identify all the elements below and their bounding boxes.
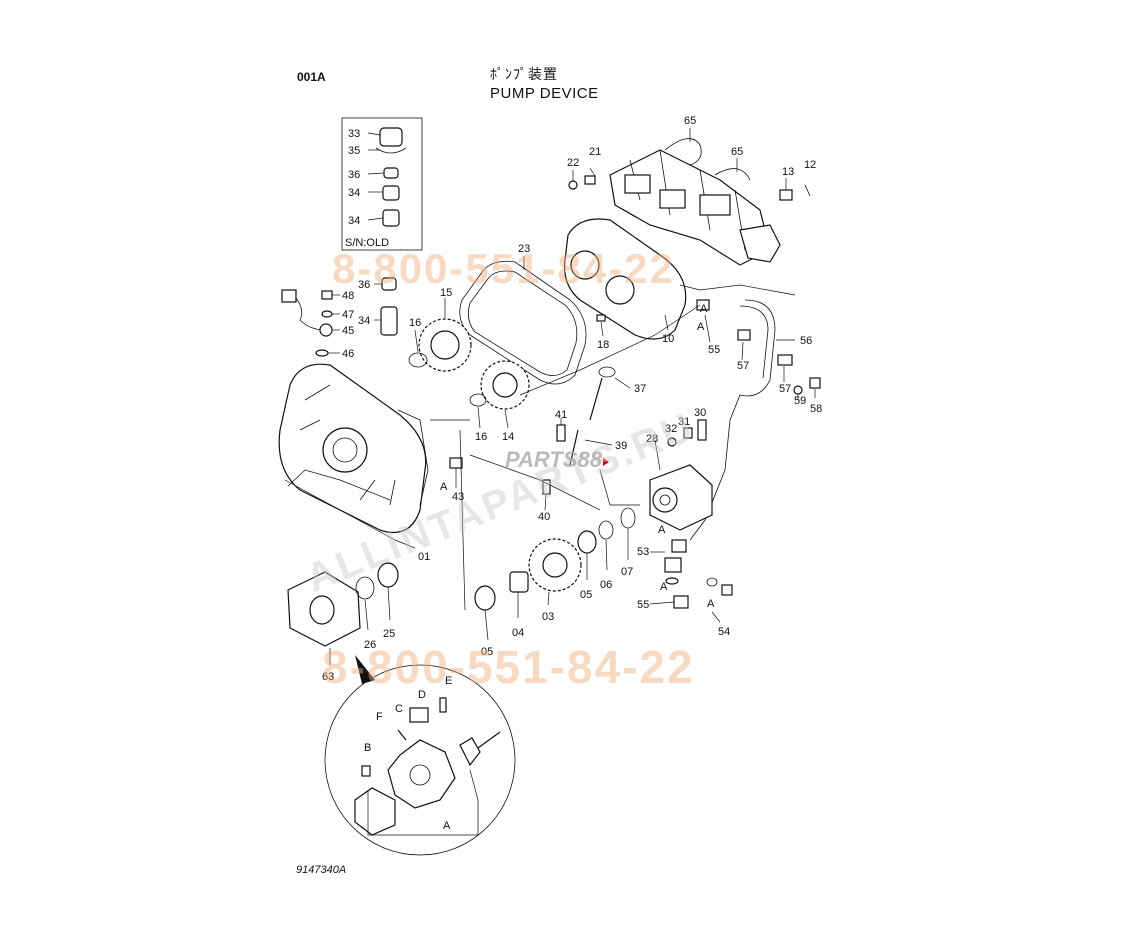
part-label: 34 — [358, 315, 370, 327]
part-label: 47 — [342, 309, 354, 321]
part-label: 12 — [804, 159, 816, 171]
callout-letter: A — [697, 321, 705, 333]
coupling-group: 26 25 63 — [287, 562, 399, 683]
part-label: 55 — [708, 344, 720, 356]
part-label: 01 — [418, 551, 430, 563]
part-label: 36 — [358, 279, 370, 291]
callout-letter: A — [658, 524, 666, 536]
detail-view-coupling: A B C D E F A — [324, 303, 708, 856]
part-label: 32 — [665, 423, 677, 435]
plug-43-part: 43 A — [440, 457, 464, 503]
part-label: 57 — [737, 360, 749, 372]
part-label: 56 — [800, 335, 812, 347]
title-english: PUMP DEVICE — [490, 85, 599, 102]
dipstick-group: 37 39 41 40 — [538, 366, 646, 523]
callout-letter: A — [700, 303, 708, 315]
part-label: 53 — [637, 546, 649, 558]
part-label: 23 — [518, 243, 530, 255]
part-label: 05 — [481, 646, 493, 658]
part-label: 65 — [731, 146, 743, 158]
callout-letter: A — [660, 581, 668, 593]
part-label: 14 — [502, 431, 514, 443]
part-label: 16 — [475, 431, 487, 443]
callout-letter: D — [418, 689, 426, 701]
inset-label: S/N:OLD — [345, 237, 389, 249]
part-label: 65 — [684, 115, 696, 127]
sensor-group: 48 47 45 46 36 34 — [281, 277, 398, 360]
pilot-hose-group: 56 55 A 57 57 59 58 — [689, 299, 822, 541]
callout-letter: C — [395, 703, 403, 715]
part-label: 57 — [779, 383, 791, 395]
part-label: 04 — [512, 627, 524, 639]
gear-14-part: 14 — [480, 360, 530, 443]
part-label: 45 — [342, 325, 354, 337]
part-label: 54 — [718, 626, 730, 638]
part-label: 05 — [580, 589, 592, 601]
main-pump-assembly: 65 65 10 18 21 22 13 12 — [563, 115, 816, 351]
callout-letter: A — [440, 481, 448, 493]
adapter-part — [382, 209, 400, 227]
callout-letter: F — [376, 711, 383, 723]
page-code: 001A — [297, 70, 326, 84]
part-label: 59 — [794, 395, 806, 407]
part-label: 55 — [637, 599, 649, 611]
part-label: 25 — [383, 628, 395, 640]
part-label: 22 — [567, 157, 579, 169]
part-label: 28 — [646, 433, 658, 445]
gasket-part: 23 — [459, 243, 587, 385]
part-label: 43 — [452, 491, 464, 503]
part-label: 07 — [621, 566, 633, 578]
part-label: 48 — [342, 290, 354, 302]
part-label: 30 — [694, 407, 706, 419]
inset-old-parts: 33 35 36 34 34 S/N:OLD — [341, 117, 423, 251]
part-label: 03 — [542, 611, 554, 623]
plug-part — [383, 167, 399, 179]
title-japanese: ﾎﾟﾝﾌﾟ装置 — [490, 66, 558, 82]
part-label: 36 — [348, 169, 360, 181]
part-label: 18 — [597, 339, 609, 351]
part-label: 16 — [409, 317, 421, 329]
part-label: 35 — [348, 145, 360, 157]
solenoid-cap-part — [375, 127, 407, 154]
assembly-guide-lines — [287, 284, 796, 611]
part-label: 13 — [782, 166, 794, 178]
part-label: 06 — [600, 579, 612, 591]
part-label: 33 — [348, 128, 360, 140]
part-label: 21 — [589, 146, 601, 158]
part-label: 40 — [538, 511, 550, 523]
part-label: 31 — [678, 416, 690, 428]
gear-15-part: 15 — [418, 287, 472, 372]
fitting-group: A 53 55 A A 54 — [637, 524, 733, 638]
part-label: 58 — [810, 403, 822, 415]
adapter-part — [382, 185, 400, 201]
pump-housing-part: 01 — [278, 363, 430, 563]
part-label: 34 — [348, 187, 360, 199]
snap-ring-part: 16 16 — [408, 317, 487, 443]
callout-letter: A — [707, 598, 715, 610]
part-label: 39 — [615, 440, 627, 452]
callout-letter: A — [443, 820, 451, 832]
part-label: 34 — [348, 215, 360, 227]
gear-pump-part: 28 30 31 32 — [646, 407, 713, 531]
part-label: 37 — [634, 383, 646, 395]
part-label: 15 — [440, 287, 452, 299]
part-label: 46 — [342, 348, 354, 360]
document-id: 9147340A — [296, 864, 347, 876]
part-label: 63 — [322, 671, 334, 683]
part-label: 41 — [555, 409, 567, 421]
callout-letter: E — [445, 675, 452, 687]
part-label: 26 — [364, 639, 376, 651]
part-label: 10 — [662, 333, 674, 345]
shaft-stack: 03 04 05 05 06 07 — [474, 507, 636, 658]
callout-letter: B — [364, 742, 371, 754]
